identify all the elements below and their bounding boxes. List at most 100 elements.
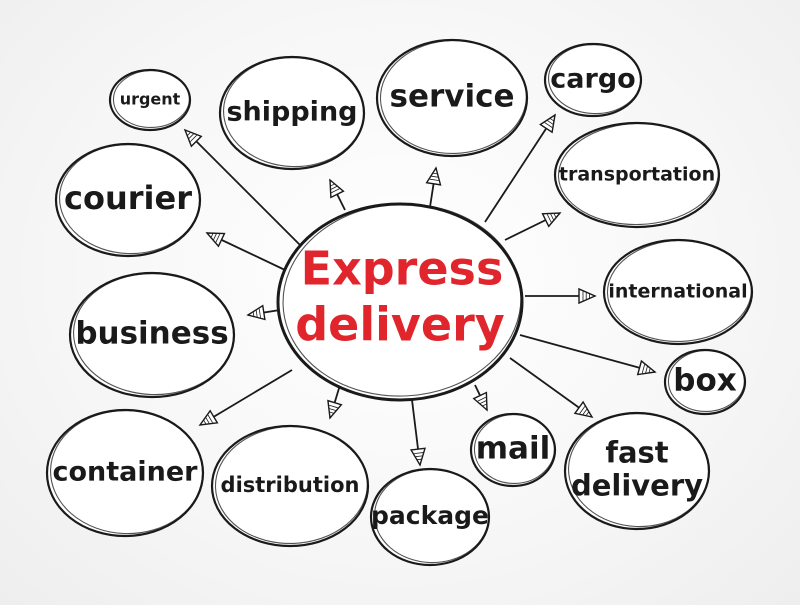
arrow-hatch-package	[414, 452, 424, 455]
arrow-hatch-package	[417, 458, 422, 461]
node-courier: courier	[54, 142, 202, 258]
arrow-head-fast-delivery	[573, 400, 594, 419]
center-title-line2: delivery	[295, 298, 505, 352]
arrow-to-transportation	[504, 212, 562, 241]
bubble-sketch-container	[49, 409, 204, 535]
arrow-hatch-courier	[210, 233, 214, 238]
bubble-sketch-transportation	[557, 122, 719, 226]
arrow-hatch-shipping	[330, 186, 338, 190]
arrow-line-container	[199, 369, 293, 426]
center-bubble-sketch	[282, 203, 522, 397]
node-international: international	[602, 238, 754, 346]
arrow-hatch-fast-delivery	[585, 411, 589, 416]
arrow-line-box	[519, 334, 656, 373]
bubble-sketch-distribution	[214, 425, 368, 545]
arrow-to-service	[425, 166, 442, 208]
arrow-hatch-transportation	[553, 213, 557, 218]
arrow-line-urgent	[184, 129, 301, 246]
label-courier: courier	[64, 179, 192, 217]
arrow-hatch-distribution	[329, 408, 336, 411]
arrow-line-fast-delivery	[509, 357, 593, 418]
arrow-hatch-package	[415, 455, 423, 458]
arrow-hatch-box	[645, 366, 648, 373]
label-shipping: shipping	[226, 97, 357, 128]
label-distribution: distribution	[221, 473, 360, 497]
arrow-hatch-box	[648, 368, 651, 373]
arrow-hatch-mail	[477, 396, 487, 402]
arrow-head-international	[578, 287, 597, 305]
arrow-to-box	[519, 334, 657, 376]
arrow-to-cargo	[484, 113, 556, 223]
arrow-head-distribution	[327, 399, 343, 420]
arrow-hatch-container	[203, 420, 207, 425]
arrow-hatch-container	[205, 417, 210, 424]
arrow-to-shipping	[329, 178, 346, 211]
bubble-sketch-international	[606, 239, 752, 343]
arrow-head-box	[636, 359, 657, 376]
center-node: Express delivery	[276, 202, 524, 402]
arrow-hatch-fast-delivery	[582, 408, 588, 415]
label-urgent: urgent	[120, 90, 181, 109]
bubble-sketch-fast-delivery	[567, 412, 710, 528]
center-title-line1: Express	[301, 242, 504, 296]
bubble-sketch-mail	[473, 413, 556, 485]
arrow-hatch-urgent	[188, 133, 194, 139]
node-distribution: distribution	[210, 424, 370, 548]
arrow-hatch-cargo	[544, 122, 553, 128]
node-transportation: transportation	[553, 121, 721, 229]
arrow-hatch-box	[641, 364, 645, 374]
node-mail: mail	[469, 412, 557, 488]
arrows-layer	[183, 113, 657, 467]
arrow-hatch-shipping	[330, 183, 335, 187]
arrow-hatch-distribution	[329, 411, 334, 414]
node-container: container	[45, 408, 205, 538]
label-transportation: transportation	[559, 164, 715, 186]
arrow-hatch-courier	[213, 233, 217, 240]
arrow-hatch-business	[258, 308, 261, 318]
node-urgent: urgent	[108, 68, 192, 132]
arrow-line-cargo	[484, 114, 556, 223]
bubble-sketch-box	[667, 349, 746, 413]
arrow-hatch-service	[429, 178, 439, 181]
bubble-sketch-urgent	[112, 69, 191, 129]
bubble-sketch-service	[379, 39, 527, 155]
label-service: service	[390, 79, 515, 115]
arrow-hatch-transportation	[550, 213, 554, 220]
label-international: international	[608, 281, 747, 303]
arrow-hatch-service	[431, 175, 438, 178]
node-service: service	[375, 38, 529, 158]
arrow-hatch-business	[255, 310, 258, 317]
arrow-hatch-business	[252, 312, 255, 317]
node-shipping: shipping	[218, 55, 366, 171]
arrow-hatch-transportation	[546, 214, 552, 223]
label-cargo: cargo	[550, 64, 635, 95]
arrow-hatch-distribution	[329, 404, 338, 409]
label-mail: mail	[476, 431, 550, 467]
arrow-hatch-urgent	[187, 132, 191, 136]
arrow-hatch-cargo	[549, 118, 554, 122]
label-business: business	[75, 316, 228, 352]
node-package: package	[369, 467, 491, 567]
arrow-to-package	[409, 399, 426, 467]
label-container: container	[52, 457, 198, 488]
arrow-to-business	[246, 304, 281, 321]
label-fast-delivery-line1: fast	[605, 435, 668, 469]
arrow-to-mail	[472, 384, 488, 412]
arrow-hatch-fast-delivery	[579, 406, 586, 414]
arrow-hatch-mail	[480, 400, 487, 404]
label-box: box	[673, 363, 736, 399]
bubble-sketch-courier	[59, 143, 201, 255]
label-package: package	[371, 501, 489, 530]
node-cargo: cargo	[543, 42, 643, 118]
arrow-hatch-mail	[482, 403, 487, 407]
arrow-to-international	[525, 287, 597, 305]
arrow-to-urgent	[183, 128, 301, 246]
arrow-hatch-container	[207, 414, 213, 423]
arrow-hatch-service	[433, 172, 438, 175]
arrow-to-distribution	[327, 384, 343, 420]
bubble-sketch-cargo	[547, 43, 642, 115]
arrow-hatch-shipping	[331, 188, 340, 194]
